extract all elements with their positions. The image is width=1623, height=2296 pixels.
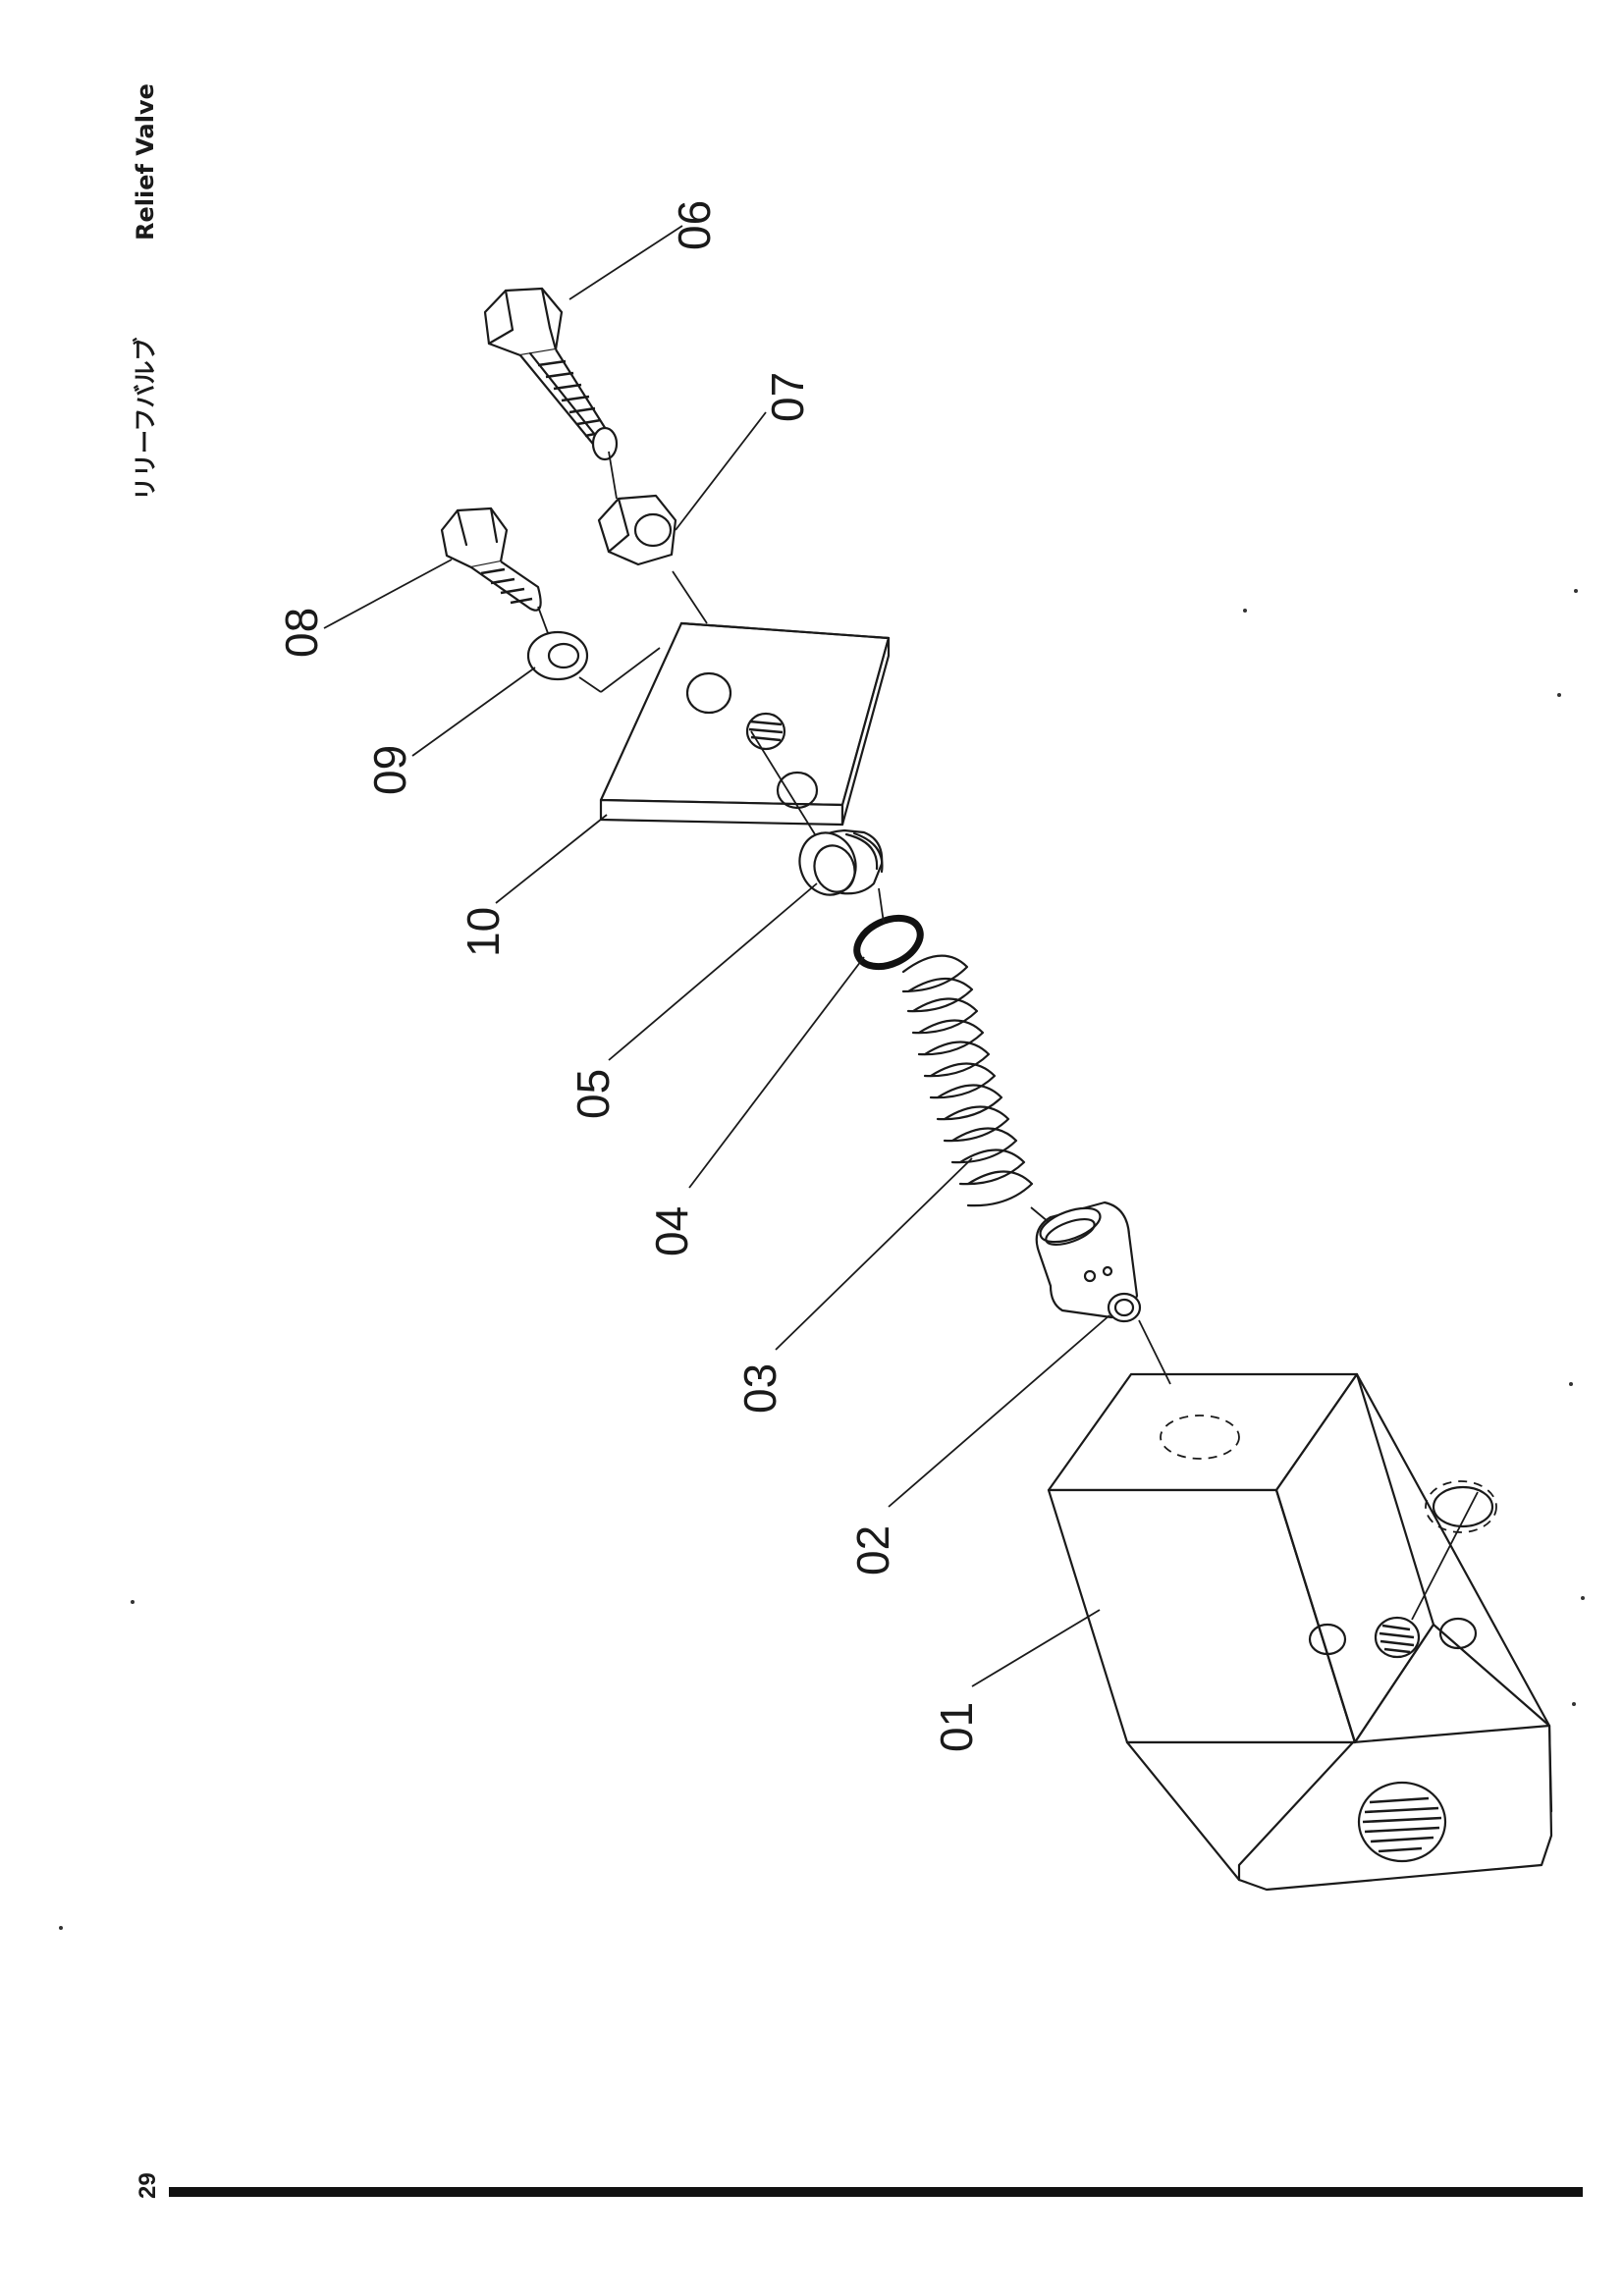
callout-07: 07 (762, 372, 813, 422)
part-09-washer (526, 630, 589, 681)
header-title-ja: リリーフバルブ (132, 337, 159, 501)
part-08-small-bolt (440, 507, 542, 612)
part-10-cover-plate (599, 621, 891, 827)
part-06-large-bolt (483, 287, 619, 461)
header-title-en: Relief Valve (132, 83, 159, 240)
callout-06: 06 (669, 200, 720, 250)
footer-rule (169, 2187, 1583, 2197)
page-number: 29 (135, 2172, 161, 2199)
callout-03: 03 (734, 1363, 785, 1414)
part-07-nut (597, 494, 677, 566)
part-02-poppet (1035, 1201, 1171, 1385)
part-03-spring (901, 954, 1034, 1207)
callout-05: 05 (568, 1069, 619, 1119)
assembly-axis-lines (537, 451, 1050, 1223)
callout-08: 08 (276, 608, 327, 658)
callout-02: 02 (847, 1525, 898, 1575)
callout-leader-lines (323, 225, 1110, 1687)
part-05-plug (798, 828, 884, 896)
part-01-valve-body (1047, 1372, 1553, 1892)
callout-09: 09 (364, 745, 415, 795)
part-04-o-ring (853, 914, 924, 971)
callout-labels: 06 07 08 09 10 05 04 03 02 01 (276, 200, 982, 1752)
callout-01: 01 (931, 1702, 982, 1752)
callout-10: 10 (458, 907, 509, 957)
callout-04: 04 (646, 1206, 697, 1256)
scan-specks (59, 589, 1585, 1930)
